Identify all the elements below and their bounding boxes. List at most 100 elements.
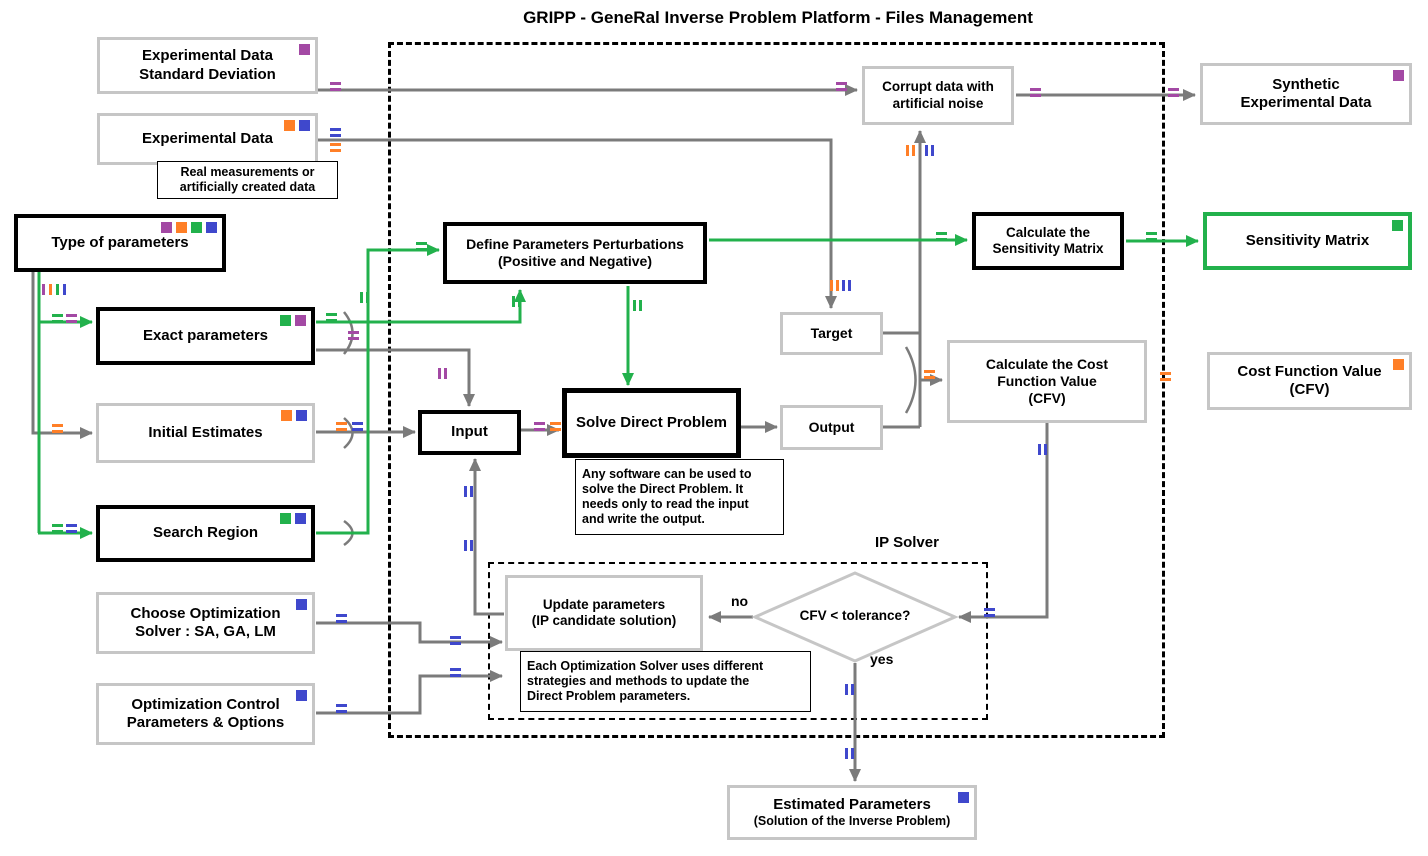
node-label: Output [808, 418, 855, 435]
file-type-icons [296, 690, 307, 701]
diagram-title: GRIPP - GeneRal Inverse Problem Platform… [523, 8, 1033, 27]
node-type-of-parameters: Type of parameters [14, 214, 226, 272]
file-flow-marker [66, 524, 77, 536]
connector-search-to-perturbations [316, 244, 440, 535]
note-text: Any software can be used to solve the Di… [582, 466, 752, 527]
file-flow-marker [906, 145, 918, 156]
node-calculate-cfv: Calculate the Cost Function Value (CFV) [947, 340, 1147, 423]
file-flow-marker [633, 300, 645, 311]
connector-expdata-to-target [318, 138, 837, 309]
decision-diamond [751, 571, 959, 663]
file-type-icons [161, 222, 217, 233]
note-text: Real measurements or artificially create… [179, 164, 316, 194]
node-label: Synthetic Experimental Data [1240, 75, 1372, 111]
file-flow-marker [845, 684, 857, 695]
node-output: Output [780, 405, 883, 450]
file-flow-marker [52, 314, 63, 326]
node-label: Cost Function Value (CFV) [1237, 362, 1382, 398]
branch-yes-label: yes [870, 651, 894, 667]
file-flow-marker [66, 314, 77, 326]
node-label: Calculate the Sensitivity Matrix [992, 224, 1104, 256]
node-sensitivity-matrix: Sensitivity Matrix [1203, 212, 1412, 270]
note-solve-direct-problem: Any software can be used to solve the Di… [575, 459, 784, 535]
node-label: Type of parameters [51, 233, 189, 251]
node-target: Target [780, 312, 883, 355]
file-flow-marker [336, 614, 347, 626]
file-type-icons [958, 792, 969, 803]
node-label: Define Parameters Perturbations (Positiv… [466, 235, 684, 269]
node-experimental-std-deviation: Experimental Data Standard Deviation [97, 37, 318, 94]
node-corrupt-data: Corrupt data with artificial noise [862, 66, 1014, 125]
node-label: Calculate the Cost Function Value (CFV) [985, 355, 1109, 407]
node-label: Input [451, 423, 488, 441]
file-type-icons [1393, 359, 1404, 370]
file-flow-marker [348, 331, 359, 343]
node-label: Target [810, 324, 853, 341]
file-flow-marker [450, 668, 461, 680]
node-label: Estimated Parameters [773, 795, 931, 813]
file-flow-marker [1038, 444, 1050, 455]
node-update-parameters: Update parameters (IP candidate solution… [505, 575, 703, 651]
file-flow-marker [336, 704, 347, 716]
file-flow-marker [925, 145, 937, 156]
node-label: Sensitivity Matrix [1245, 231, 1370, 249]
node-experimental-data: Experimental Data [97, 113, 318, 165]
file-flow-marker [49, 284, 55, 295]
file-type-icons [1393, 70, 1404, 81]
node-label: Search Region [152, 524, 259, 542]
node-label: Choose Optimization Solver : SA, GA, LM [130, 604, 281, 640]
file-flow-marker [534, 422, 545, 434]
file-flow-marker [56, 284, 62, 295]
decision-label: CFV < tolerance? [799, 608, 911, 623]
node-synthetic-experimental-data: Synthetic Experimental Data [1200, 63, 1412, 125]
file-type-icons [299, 44, 310, 55]
file-flow-marker [924, 370, 935, 382]
file-flow-marker [1160, 372, 1171, 384]
merge-brace-cfv [904, 346, 917, 414]
node-calculate-sensitivity-matrix: Calculate the Sensitivity Matrix [972, 212, 1124, 270]
node-label: Experimental Data Standard Deviation [139, 47, 276, 83]
file-flow-marker [416, 242, 427, 254]
note-text: Each Optimization Solver uses different … [527, 658, 764, 704]
node-optimization-control: Optimization Control Parameters & Option… [96, 683, 315, 745]
file-type-icons [284, 120, 310, 131]
file-flow-marker [550, 422, 561, 434]
merge-brace-initest [343, 417, 354, 449]
file-type-icons [1392, 220, 1403, 231]
file-flow-marker [326, 313, 337, 325]
file-flow-marker [330, 143, 341, 155]
file-flow-marker [984, 608, 995, 620]
node-initial-estimates: Initial Estimates [96, 403, 315, 463]
file-type-icons [281, 410, 307, 421]
file-flow-marker [438, 368, 450, 379]
connector-update-to-input [469, 458, 504, 616]
file-flow-marker [450, 636, 461, 648]
file-flow-marker [52, 524, 63, 536]
file-type-icons [296, 599, 307, 610]
file-flow-marker [42, 284, 48, 295]
connector-optcontrol-to-update [316, 670, 503, 715]
node-label: Initial Estimates [148, 423, 263, 441]
file-flow-marker [842, 280, 854, 291]
gripp-platform-frame [388, 42, 1165, 738]
node-label: Corrupt data with artificial noise [882, 79, 994, 111]
file-flow-marker [1146, 232, 1157, 244]
file-flow-marker [830, 280, 842, 291]
connector-cfv-to-decision [958, 423, 1049, 623]
file-type-icons [280, 315, 306, 326]
file-flow-marker [52, 424, 63, 436]
file-flow-marker [836, 82, 847, 94]
node-input: Input [418, 410, 521, 455]
file-flow-marker [464, 540, 476, 551]
file-flow-marker [1030, 88, 1041, 100]
node-estimated-parameters: Estimated Parameters (Solution of the In… [727, 785, 977, 840]
file-type-icons [280, 513, 306, 524]
node-solve-direct-problem: Solve Direct Problem [562, 388, 741, 458]
node-sublabel: (Solution of the Inverse Problem) [753, 814, 951, 829]
file-flow-marker [360, 292, 372, 303]
file-flow-marker [330, 82, 341, 94]
file-flow-marker [845, 748, 857, 759]
node-label: Experimental Data [142, 129, 273, 147]
